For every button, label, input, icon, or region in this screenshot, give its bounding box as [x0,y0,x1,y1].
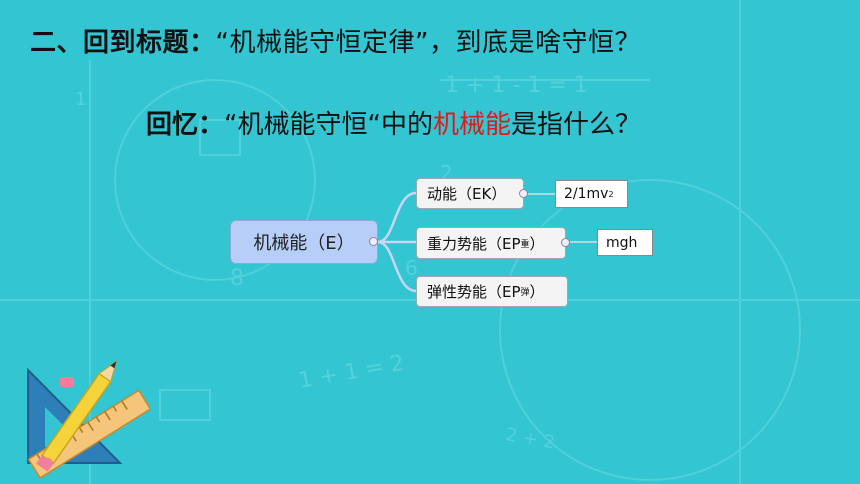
root-collapse-toggle[interactable] [369,237,378,246]
bg-number-3: 6 [405,256,418,280]
elastic-label: 弹性势能（EP [427,283,521,301]
bg-number-2: 8 [230,266,244,291]
title-question: “机械能守恒定律”，到底是啥守恒？ [215,28,641,58]
node-gravitational-formula[interactable]: mgh [597,229,653,256]
slide-title: 二、回到标题：“机械能守恒定律”，到底是啥守恒？ [30,22,641,59]
kinetic-label: 动能（EK） [427,185,507,203]
bg-equation-1: 1 + 1 - 1 = 1 [445,73,588,98]
gravitational-formula: mgh [606,234,638,251]
gravitational-close: ） [529,234,545,253]
node-kinetic-energy[interactable]: 动能（EK） [416,178,524,209]
recall-highlight: 机械能 [432,110,511,140]
kinetic-collapse-toggle[interactable] [519,189,528,198]
recall-label: 回忆： [146,110,225,140]
kinetic-formula-exponent: 2 [608,189,614,199]
ruler-pencil-icon [27,359,150,479]
gravitational-subscript: 重 [520,239,530,250]
title-prefix: 二、回到标题： [30,28,216,58]
elastic-subscript: 弹 [520,288,530,298]
recall-question: 回忆：“机械能守恒“中的机械能是指什么？ [146,104,641,141]
recall-text-before: “机械能守恒“中的 [224,110,433,140]
recall-text-after: 是指什么？ [510,110,641,140]
elastic-close: ） [529,283,545,301]
kinetic-formula: 2/1mv [564,186,609,202]
mindmap-root-node[interactable]: 机械能（E） [230,220,378,264]
bg-number-1: 1 [75,89,86,110]
gravitational-label: 重力势能（EP [427,234,521,253]
gravitational-collapse-toggle[interactable] [561,238,570,247]
